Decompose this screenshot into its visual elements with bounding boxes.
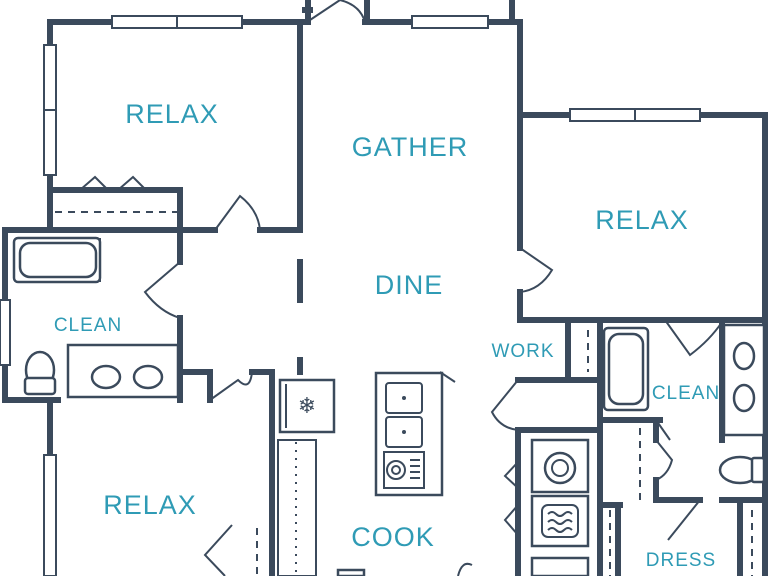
- closets: [55, 175, 753, 576]
- room-label-relax-top-left: RELAX: [125, 99, 219, 129]
- doors: [143, 0, 723, 576]
- room-label-work: WORK: [491, 341, 554, 362]
- room-label-relax-right: RELAX: [595, 205, 689, 235]
- windows: [0, 15, 701, 576]
- room-label-clean-left: CLEAN: [54, 315, 122, 336]
- snowflake-icon: ❄: [298, 394, 316, 419]
- room-label-dress: DRESS: [646, 550, 716, 571]
- room-labels: RELAX GATHER RELAX DINE CLEAN WORK CLEAN…: [54, 99, 720, 571]
- room-label-cook: COOK: [351, 522, 435, 552]
- room-label-dine: DINE: [375, 270, 444, 300]
- fixtures: ❄: [12, 236, 766, 576]
- room-label-relax-bottom-left: RELAX: [103, 490, 197, 520]
- room-label-clean-right: CLEAN: [652, 383, 720, 404]
- room-label-gather: GATHER: [352, 132, 469, 162]
